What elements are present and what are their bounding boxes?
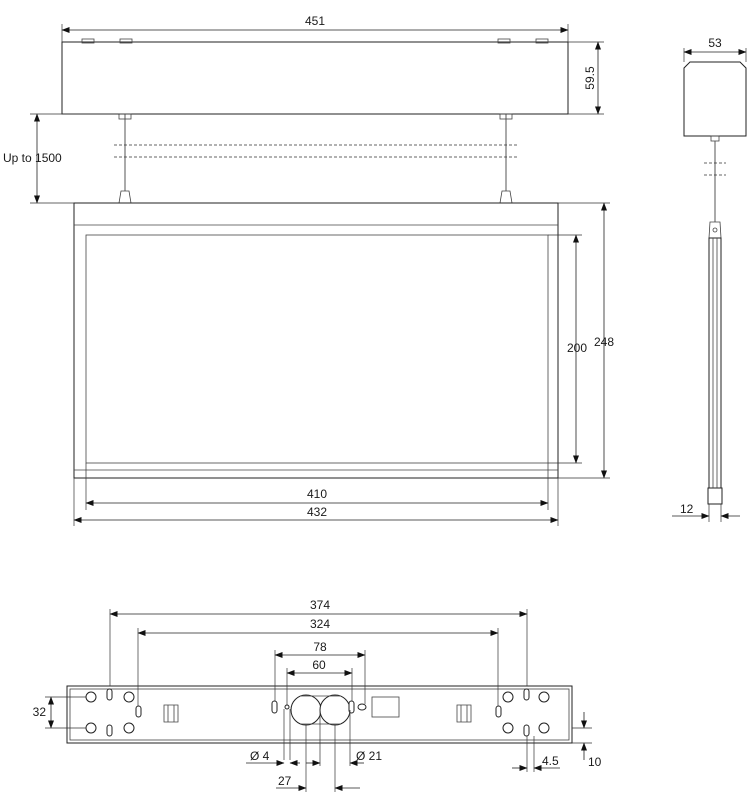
dim-panel-thickness: 12 — [672, 502, 740, 522]
dim-center-spacing-inner: 60 — [286, 658, 353, 705]
panel-outer-height-label: 248 — [594, 335, 614, 349]
edge-offset-label: 4.5 — [542, 754, 559, 768]
front-view: 451 59.5 Up to 1500 248 200 — [3, 14, 614, 526]
dim-center-spacing-outer: 78 — [274, 640, 366, 704]
outer-hole-spacing-label: 374 — [310, 598, 330, 612]
canopy-width-label: 451 — [305, 14, 325, 28]
suspension-length-label: Up to 1500 — [3, 151, 62, 165]
dim-large-hole-diameter: Ø 21 — [306, 710, 382, 766]
panel-thickness-label: 12 — [680, 502, 694, 516]
dim-edge-offset: 4.5 — [512, 736, 560, 772]
dim-panel-inner-height: 200 — [548, 234, 587, 464]
dim-canopy-width: 451 — [61, 14, 569, 42]
canopy-depth-label: 53 — [708, 36, 722, 50]
inner-hole-spacing-label: 324 — [310, 617, 330, 631]
dim-panel-outer-width: 432 — [73, 478, 559, 526]
dim-suspension-length: Up to 1500 — [3, 113, 120, 204]
dim-hole-offset: 27 — [276, 725, 360, 792]
side-view: 53 12 — [672, 36, 747, 522]
base-plate-view: 374 324 78 60 32 — [33, 598, 602, 792]
center-spacing-inner-label: 60 — [312, 658, 326, 672]
small-hole-diameter-label: Ø 4 — [250, 749, 270, 763]
dim-bottom-offset: 10 — [572, 712, 602, 769]
dim-inner-hole-spacing: 324 — [137, 617, 499, 706]
side-panel — [708, 237, 722, 489]
dim-panel-inner-width: 410 — [85, 478, 549, 510]
bottom-offset-label: 10 — [588, 755, 602, 769]
panel-inner-height-label: 200 — [567, 341, 587, 355]
dim-small-hole-diameter: Ø 4 — [246, 709, 300, 766]
panel-outer-width-label: 432 — [307, 505, 327, 519]
dim-canopy-height: 59.5 — [568, 41, 604, 115]
hole-offset-label: 27 — [278, 774, 292, 788]
base-plate — [66, 685, 573, 744]
large-hole-diameter-label: Ø 21 — [356, 749, 382, 763]
canopy-height-label: 59.5 — [583, 66, 597, 90]
dim-outer-hole-spacing: 374 — [109, 598, 528, 686]
sign-panel — [73, 202, 559, 479]
dim-canopy-depth: 53 — [683, 36, 747, 62]
suspension-cables — [114, 113, 518, 204]
side-canopy — [683, 61, 747, 137]
vertical-hole-spacing-label: 32 — [33, 705, 47, 719]
dim-panel-outer-height: 248 — [558, 202, 614, 479]
canopy — [61, 38, 569, 115]
dim-vertical-hole-spacing: 32 — [33, 696, 86, 729]
center-spacing-outer-label: 78 — [313, 640, 327, 654]
panel-inner-width-label: 410 — [307, 487, 327, 501]
